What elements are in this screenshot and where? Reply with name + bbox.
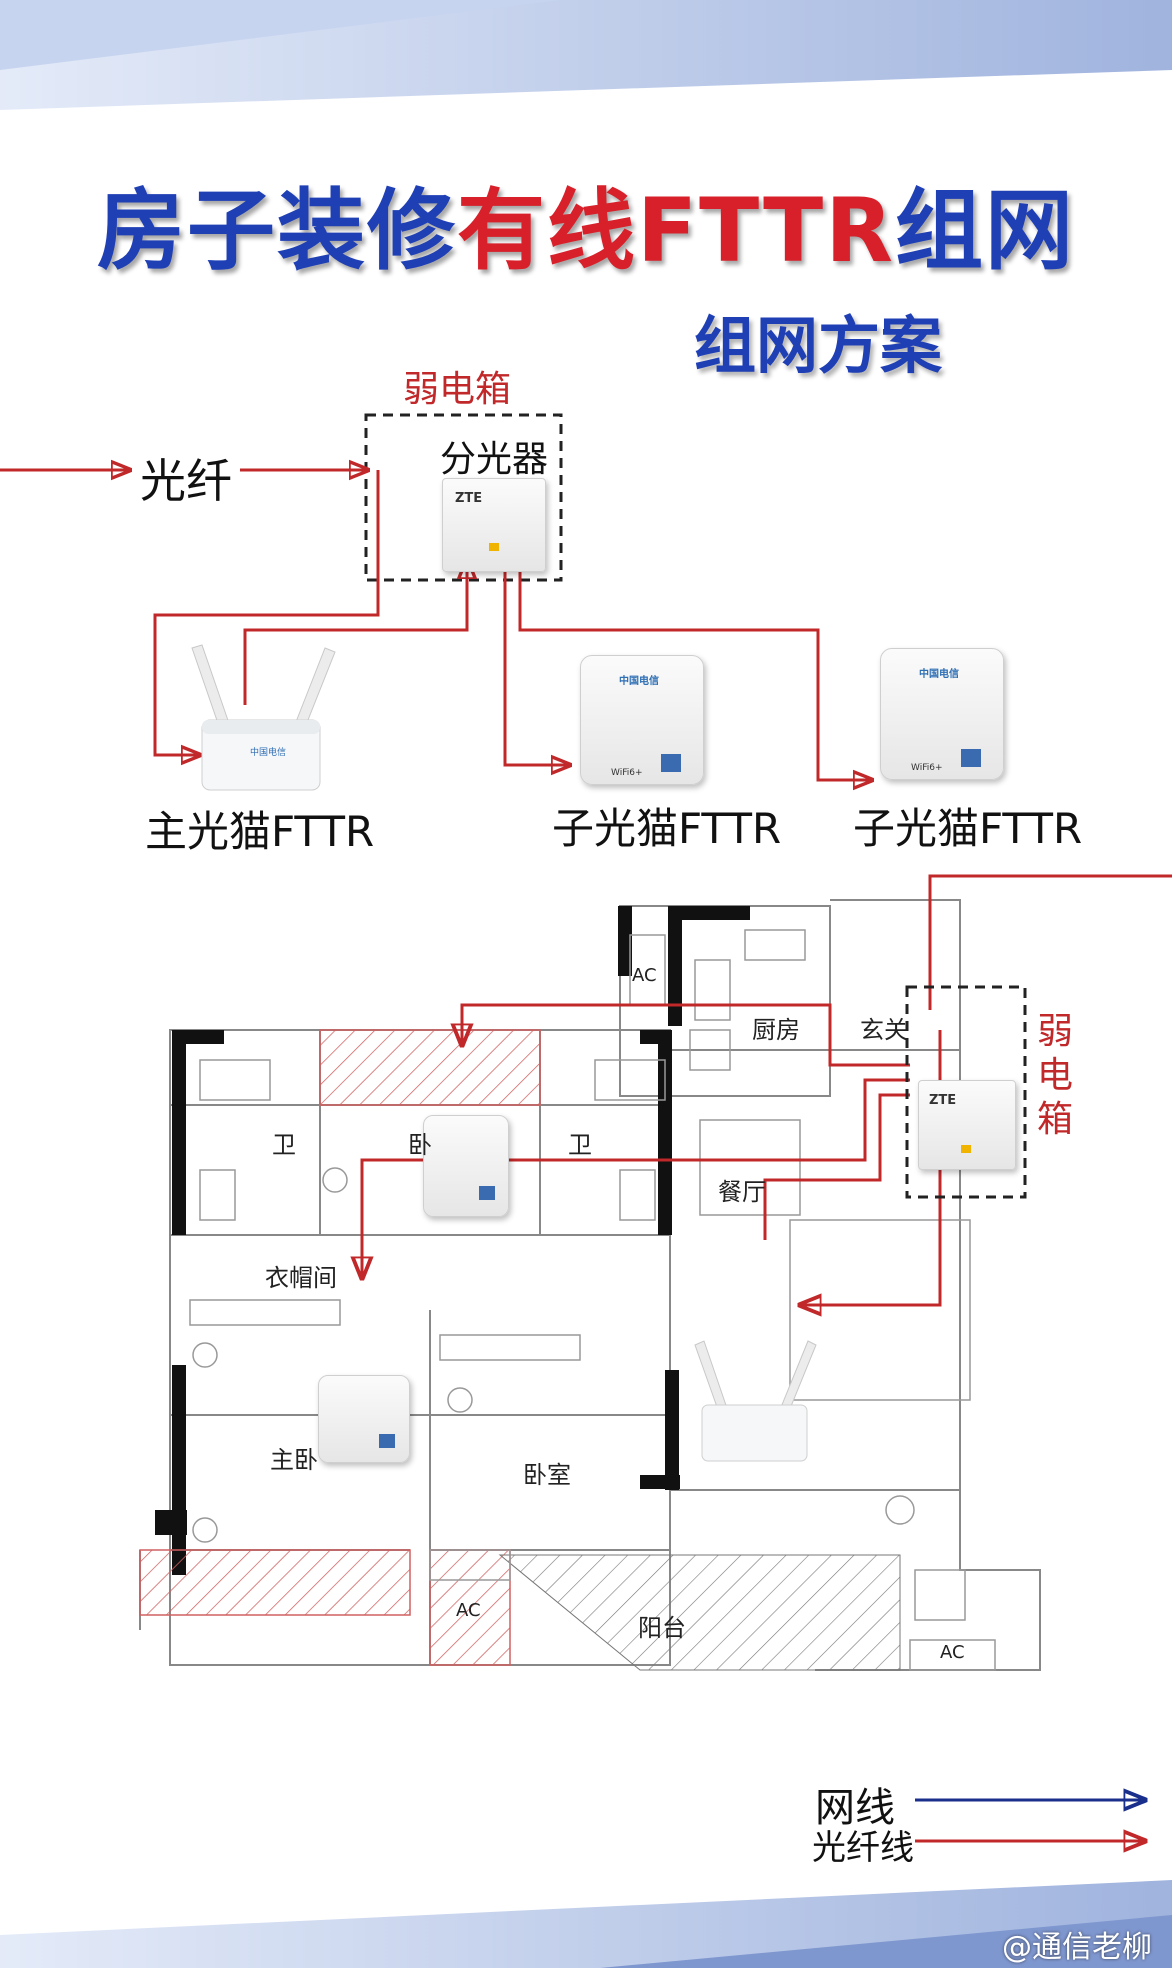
main-modem-icon: 中国电信 [191,644,336,791]
ac-unit-1: AC [632,965,657,986]
plan-weak-current-box [905,985,1027,1199]
qr-badge [379,1434,395,1448]
plan-splitter-brand: ZTE [929,1093,957,1108]
topology-diagram [0,413,1172,870]
title-part1: 房子装修 [97,179,458,282]
plan-box-char-1: 弱 [1037,1011,1074,1052]
page-subtitle: 组网方案 [693,309,942,382]
room-balcony: 阳台 [638,1614,686,1642]
splitter-device: ZTE [442,478,546,572]
weak-current-box-label: 弱电箱 [403,369,512,410]
carrier-logo: 中国电信 [619,676,659,687]
plan-sub-modem-bedroom [423,1115,509,1217]
splitter-label: 分光器 [440,439,549,480]
wifi-badge: WiFi6+ [611,768,643,778]
room-bath-2: 卫 [568,1131,592,1159]
room-bath-1: 卫 [272,1131,296,1159]
room-cloakroom: 衣帽间 [265,1264,337,1292]
legend-lines [915,1770,1172,1880]
room-bedroom: 卧室 [523,1461,571,1489]
room-bedroom-top: 卧 [408,1131,432,1159]
room-kitchen: 厨房 [752,1016,800,1044]
fiber-label: 光纤 [140,454,232,508]
weak-current-box-outline [364,413,563,582]
qr-badge [661,754,681,772]
plan-box-label: 弱 电 箱 [1037,1010,1073,1142]
qr-badge [961,749,981,767]
title-part3: 组网 [894,179,1075,282]
splitter-brand: ZTE [455,491,483,506]
plan-box-char-2: 电 [1037,1055,1074,1096]
carrier-logo: 中国电信 [919,669,959,680]
ac-unit-3: AC [940,1642,965,1663]
sub-modem-2-icon: 中国电信 WiFi6+ [880,648,1004,780]
wifi-badge: WiFi6+ [911,763,943,773]
status-light [489,543,499,551]
legend-fiber-label: 光纤线 [812,1828,914,1868]
sub-modem-1-label: 子光猫FTTR [552,804,782,853]
page-title: 房子装修有线FTTR组网 [0,160,1172,287]
plan-main-modem-icon [694,1340,817,1462]
sub-modem-1-icon: 中国电信 WiFi6+ [580,655,704,785]
plan-splitter-device: ZTE [918,1080,1016,1170]
plan-box-char-3: 箱 [1037,1099,1074,1140]
status-light [961,1145,971,1153]
floor-plan [139,874,1172,1671]
room-entrance: 玄关 [860,1016,908,1044]
svg-text:中国电信: 中国电信 [250,746,286,758]
title-part2: 有线FTTR [457,179,895,282]
watermark: @通信老柳 [1002,1930,1152,1965]
main-modem-label: 主光猫FTTR [145,807,375,856]
qr-badge [479,1186,495,1200]
ac-unit-2: AC [456,1600,481,1621]
room-master: 主卧 [270,1446,318,1474]
plan-sub-modem-master [318,1375,410,1463]
sub-modem-2-label: 子光猫FTTR [853,804,1083,853]
legend-network-label: 网线 [815,1785,895,1831]
room-dining: 餐厅 [718,1178,766,1206]
